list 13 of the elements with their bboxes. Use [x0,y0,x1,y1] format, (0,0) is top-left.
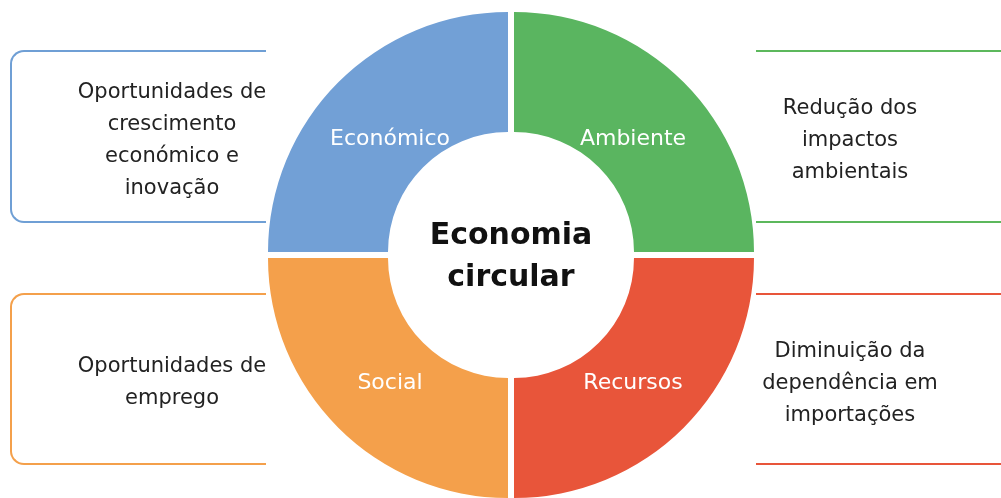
text-card [756,293,1001,465]
segment-label: Recursos [583,368,683,394]
card-text: Oportunidades de crescimento económico e inovação [76,78,268,201]
text-card [10,50,266,223]
center-title: Economia circular [428,215,594,295]
segment-label: Social [357,368,423,394]
segment-label: Ambiente [579,124,687,150]
card-text: Redução dos impactos ambientais [781,94,919,185]
card-text: Oportunidades de emprego [76,352,268,411]
text-card [756,50,1001,223]
segment-label: Económico [330,124,450,150]
text-card [10,293,266,465]
card-text: Diminuição da dependência em importações [761,337,939,428]
